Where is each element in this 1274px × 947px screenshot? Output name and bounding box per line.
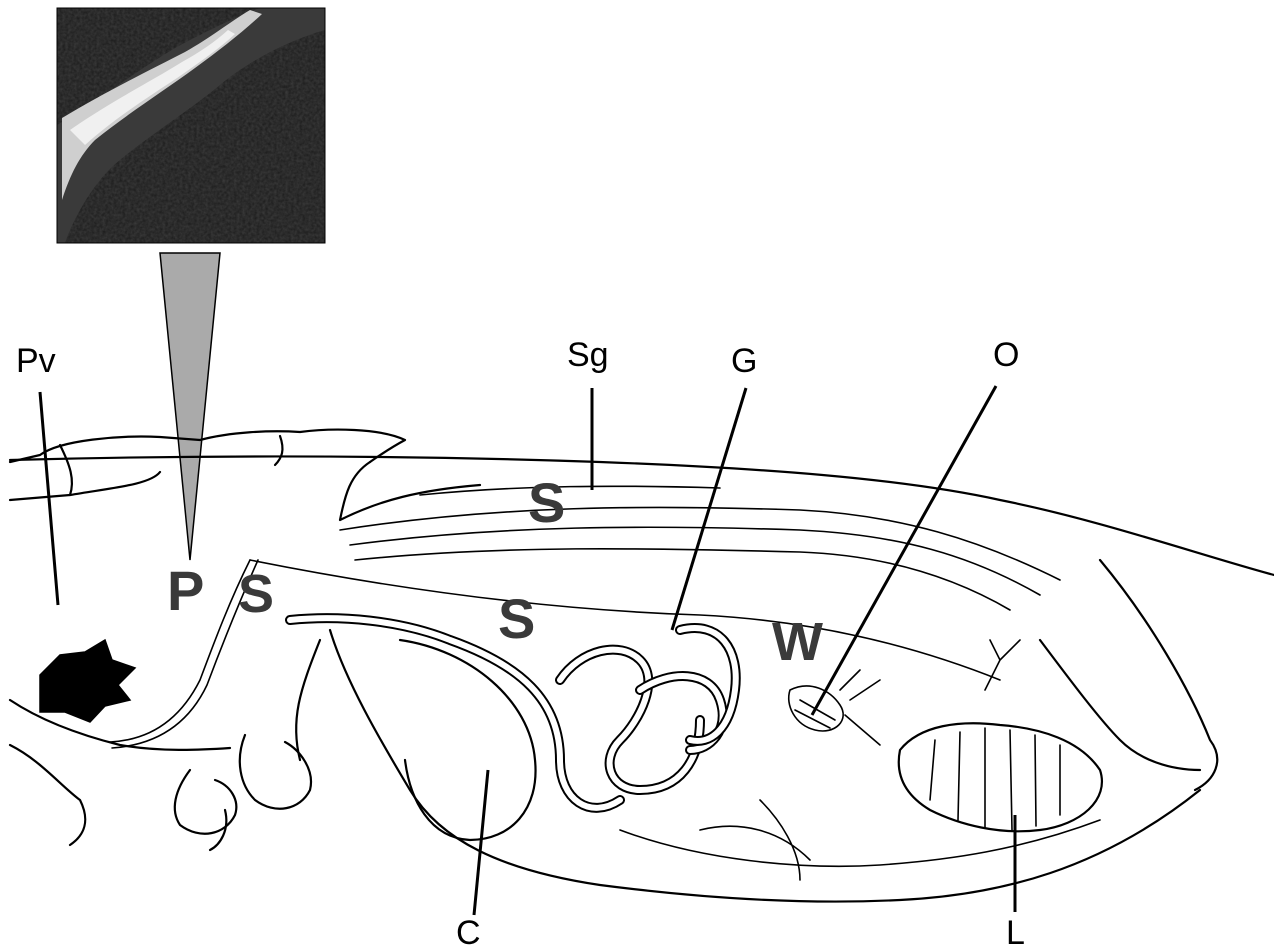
black-ganglion <box>40 640 135 722</box>
marker-p: P <box>167 559 204 622</box>
label-c: C <box>456 914 481 947</box>
marker-s-middle: S <box>498 587 535 650</box>
leader-pv <box>40 392 58 605</box>
label-g: G <box>731 342 757 380</box>
marker-s-anterior: S <box>238 564 274 624</box>
label-pv: Pv <box>16 342 56 380</box>
pointer-wedge <box>160 253 220 560</box>
label-l: L <box>1006 914 1025 947</box>
leader-o <box>812 386 996 715</box>
label-sg: Sg <box>567 336 609 374</box>
label-o: O <box>993 336 1019 374</box>
leader-c <box>474 770 488 915</box>
marker-w: W <box>772 612 823 672</box>
body-outline <box>10 430 1274 902</box>
marker-s-dorsal: S <box>528 471 565 534</box>
inset-micrograph <box>57 8 325 243</box>
